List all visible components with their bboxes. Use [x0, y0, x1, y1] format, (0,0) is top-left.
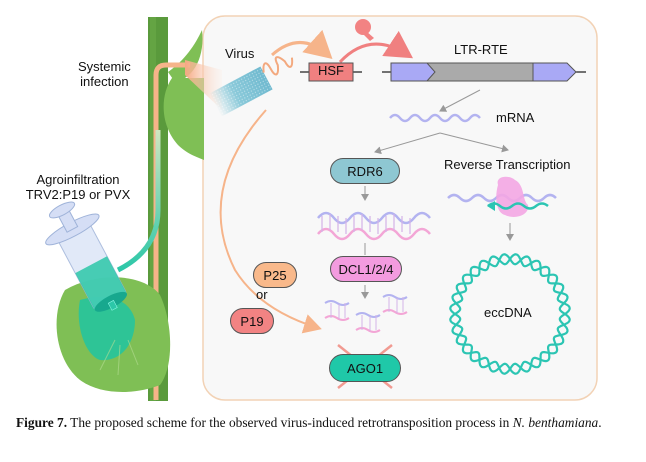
caption-species: N. benthamiana	[512, 415, 599, 430]
figure-caption: Figure 7. The proposed scheme for the ob…	[16, 414, 630, 431]
virus-particle-icon	[209, 56, 294, 117]
suppressor-arrow	[219, 109, 322, 334]
virus-label: Virus	[225, 46, 255, 61]
agro-label-line2: TRV2:P19 or PVX	[25, 186, 131, 202]
ltr-left	[390, 62, 436, 82]
reverse-transcription-label: Reverse Transcription	[444, 157, 571, 172]
virus-to-hsf-arrow	[271, 29, 333, 59]
or-label: or	[256, 287, 268, 302]
middle-leaf	[163, 78, 204, 160]
agro-label-line1: Agroinfiltration	[36, 172, 120, 187]
mrna-wave	[389, 113, 481, 123]
dna-strand	[449, 253, 571, 375]
figure-7-scheme: Systemic infection Agroinfiltration TRV2…	[22, 15, 598, 401]
sirna-duplex-icon	[324, 294, 408, 333]
dcl-node: DCL1/2/4	[330, 256, 402, 282]
caption-end: .	[598, 415, 602, 430]
ago1-node: AGO1	[329, 354, 401, 382]
ltr-right	[532, 62, 577, 82]
agroinfiltration-label: Agroinfiltration TRV2:P19 or PVX	[22, 172, 134, 203]
syringe-icon	[45, 201, 128, 312]
p19-node: P19	[230, 308, 274, 334]
systemic-label-line2: infection	[80, 73, 129, 89]
circular-dna-icon	[449, 253, 571, 375]
heat-lamp-icon	[355, 19, 374, 41]
systemic-infection-label: Systemic infection	[78, 59, 131, 90]
rdr6-node: RDR6	[330, 158, 400, 184]
eccdna-label: eccDNA	[484, 305, 532, 320]
systemic-infection-path	[153, 62, 190, 400]
mrna-label: mRNA	[496, 110, 535, 125]
caption-figure-label: Figure 7.	[16, 415, 68, 430]
p25-node: P25	[253, 262, 297, 288]
hsf-to-ltr-arrow	[338, 30, 414, 64]
hsf-gene-box	[308, 62, 354, 82]
reverse-transcriptase-icon	[447, 176, 557, 217]
dsrna-duplex	[317, 211, 431, 241]
systemic-label-line1: Systemic	[78, 59, 131, 74]
ltr-rte-label: LTR-RTE	[454, 42, 508, 57]
caption-text: The proposed scheme for the observed vir…	[67, 415, 513, 430]
mechanism-panel	[202, 15, 598, 401]
hsf-label: HSF	[318, 63, 344, 78]
